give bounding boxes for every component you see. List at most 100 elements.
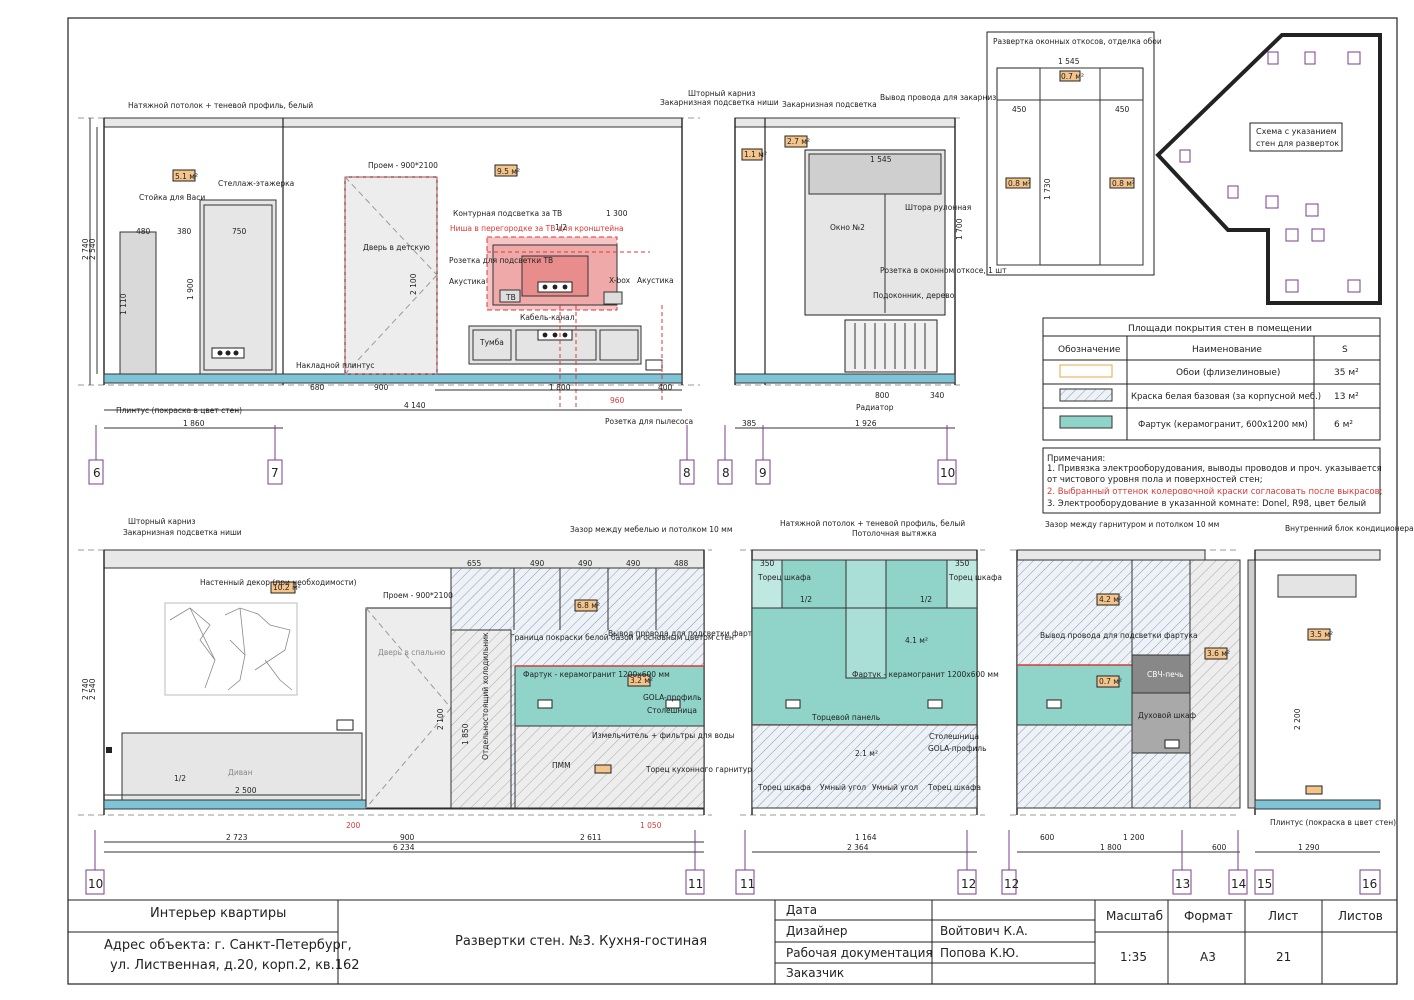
label-gap-10: Зазор между мебелью и потолком 10 мм: [570, 525, 733, 534]
dim-1926: 1 926: [855, 419, 877, 428]
legend-col-s: S: [1342, 345, 1348, 355]
legend-row1-name: Обои (флизелиновые): [1176, 368, 1280, 378]
dim-490-c: 490: [626, 559, 641, 568]
label-tv-socket: Розетка для подсветки ТВ: [449, 256, 553, 265]
label-sofa: Диван: [228, 768, 253, 777]
area-tag-9: 6.8 м²: [577, 601, 600, 610]
dim-1800: 1 800: [549, 383, 571, 392]
header-format: Формат: [1184, 909, 1233, 923]
sheet-frame: [67, 17, 1398, 985]
dim-488: 488: [674, 559, 689, 568]
legend-col-name: Наименование: [1192, 345, 1262, 355]
legend-table: [1042, 317, 1381, 441]
elevation-walls-11-12: [735, 549, 985, 895]
label-oven: Духовой шкаф: [1138, 711, 1196, 720]
dim-2364: 2 364: [847, 843, 869, 852]
dim-385: 385: [742, 419, 757, 428]
dim-2540-a: 2 540: [88, 238, 97, 260]
label-kitchen-end: Торец кухонного гарнитура: [645, 765, 757, 774]
area-tag-15: 3.6 м²: [1207, 649, 1230, 658]
legend-row2-area: 13 м²: [1334, 392, 1359, 402]
legend-row1-area: 35 м²: [1334, 368, 1359, 378]
legend-row2-name: Краска белая базовая (за корпусной меб.): [1131, 392, 1321, 402]
note-3: 3. Электрооборудование в указанной комна…: [1047, 499, 1366, 509]
row-date: Дата: [786, 903, 818, 917]
area-tag-3: 1.1 м²: [744, 150, 767, 159]
drawing-title: Развертки стен. №3. Кухня-гостиная: [455, 934, 708, 949]
label-apron-wire-b: Вывод провода для подсветки фартука: [1040, 631, 1198, 640]
legend-col-symbol: Обозначение: [1058, 345, 1121, 355]
windows-title: Развертка оконных откосов, отделка обои: [993, 37, 1162, 46]
swatch-paint: [1059, 388, 1113, 402]
label-wall-decor: Настенный декор (при необходимости): [200, 578, 357, 587]
label-acoustic-left: Акустика: [449, 277, 486, 286]
half-tv: 1/2: [555, 223, 567, 232]
title-block: [68, 899, 1397, 984]
area-tag-10: 3.2 м²: [630, 676, 653, 685]
wall-number-8: 8: [683, 466, 691, 480]
half-upper-a: 1/2: [800, 595, 812, 604]
dim-2611: 2 611: [580, 833, 602, 842]
label-cable: Кабель-канал: [520, 313, 575, 322]
value-scale: 1:35: [1120, 950, 1147, 964]
label-gola-b: GOLA-профиль: [928, 744, 987, 753]
dim-4140: 4 140: [404, 401, 426, 410]
project-title: Интерьер квартиры: [150, 906, 287, 921]
dim-2200: 2 200: [1293, 708, 1302, 730]
row-workdoc: Рабочая документация: [786, 946, 933, 960]
address-line-1: Адрес объекта: г. Санкт-Петербург,: [104, 938, 352, 953]
elevation-walls-8-10: [717, 117, 960, 485]
header-sheets: Листов: [1338, 909, 1383, 923]
note-2: 2. Выбранный оттенок колеровочной краски…: [1047, 487, 1383, 497]
half-sofa: 1/2: [174, 774, 186, 783]
dim-2500: 2 500: [235, 786, 257, 795]
label-window-n2: Окно №2: [830, 223, 865, 232]
dim-655: 655: [467, 559, 482, 568]
wall-number-10: 10: [940, 466, 955, 480]
dim-1545-a: 1 545: [870, 155, 892, 164]
elevation-walls-15-16: [1247, 549, 1385, 895]
label-door-child: Дверь в детскую: [363, 243, 430, 252]
dim-1730: 1 730: [1043, 178, 1052, 200]
elevation-walls-10-11: [78, 549, 712, 895]
label-xbox: X-box: [609, 276, 631, 285]
label-pmm: ПММ: [552, 761, 571, 770]
dim-750: 750: [232, 227, 247, 236]
plan-scheme: [1155, 33, 1382, 305]
dim-2723: 2 723: [226, 833, 248, 842]
label-cornice-a: Шторный карниз: [688, 89, 755, 98]
dim-1800-b: 1 800: [1100, 843, 1122, 852]
dim-480: 480: [136, 227, 151, 236]
label-paint-border: Граница покраски белой базой и основным …: [510, 633, 734, 642]
dim-2100-a: 2 100: [409, 273, 418, 295]
area-tag-12: 2.1 м²: [855, 749, 878, 758]
label-vacuum-socket: Розетка для пылесоса: [605, 417, 693, 426]
dim-680: 680: [310, 383, 325, 392]
dim-2740-a: 2 740: [81, 238, 90, 260]
dim-350-a: 350: [760, 559, 775, 568]
wall-number-12: 12: [961, 877, 976, 891]
label-cabinet-end-a: Торец шкафа: [757, 573, 811, 582]
dim-1290: 1 290: [1298, 843, 1320, 852]
dim-450-b: 450: [1115, 105, 1130, 114]
label-cornice-light: Закарнизная подсветка: [782, 100, 877, 109]
dim-450-a: 450: [1012, 105, 1027, 114]
dim-960-a: 960: [610, 396, 625, 405]
label-skirting-paint-b: Плинтус (покраска в цвет стен): [1270, 818, 1396, 827]
label-inner-corner-a: Умный угол: [820, 783, 866, 792]
label-countertop-a: Столешница: [647, 706, 697, 715]
dim-2100-b: 2 100: [436, 708, 445, 730]
wall-number-11: 11: [688, 877, 703, 891]
wall-number-13: 13: [1175, 877, 1190, 891]
label-opening: Проем - 900*2100: [368, 161, 438, 170]
label-tv-contour: Контурная подсветка за ТВ: [453, 209, 562, 218]
legend-row3-name: Фартук (керамогранит, 600x1200 мм): [1138, 420, 1308, 430]
elevation-walls-6-8: [78, 117, 700, 485]
window-reveals-box: [986, 31, 1155, 276]
dim-600-a: 600: [1040, 833, 1055, 842]
label-radiator: Радиатор: [856, 403, 894, 412]
label-door-bedroom: Дверь в спальню: [378, 648, 445, 657]
dim-1110: 1 110: [119, 293, 128, 315]
dim-6234: 6 234: [393, 843, 415, 852]
